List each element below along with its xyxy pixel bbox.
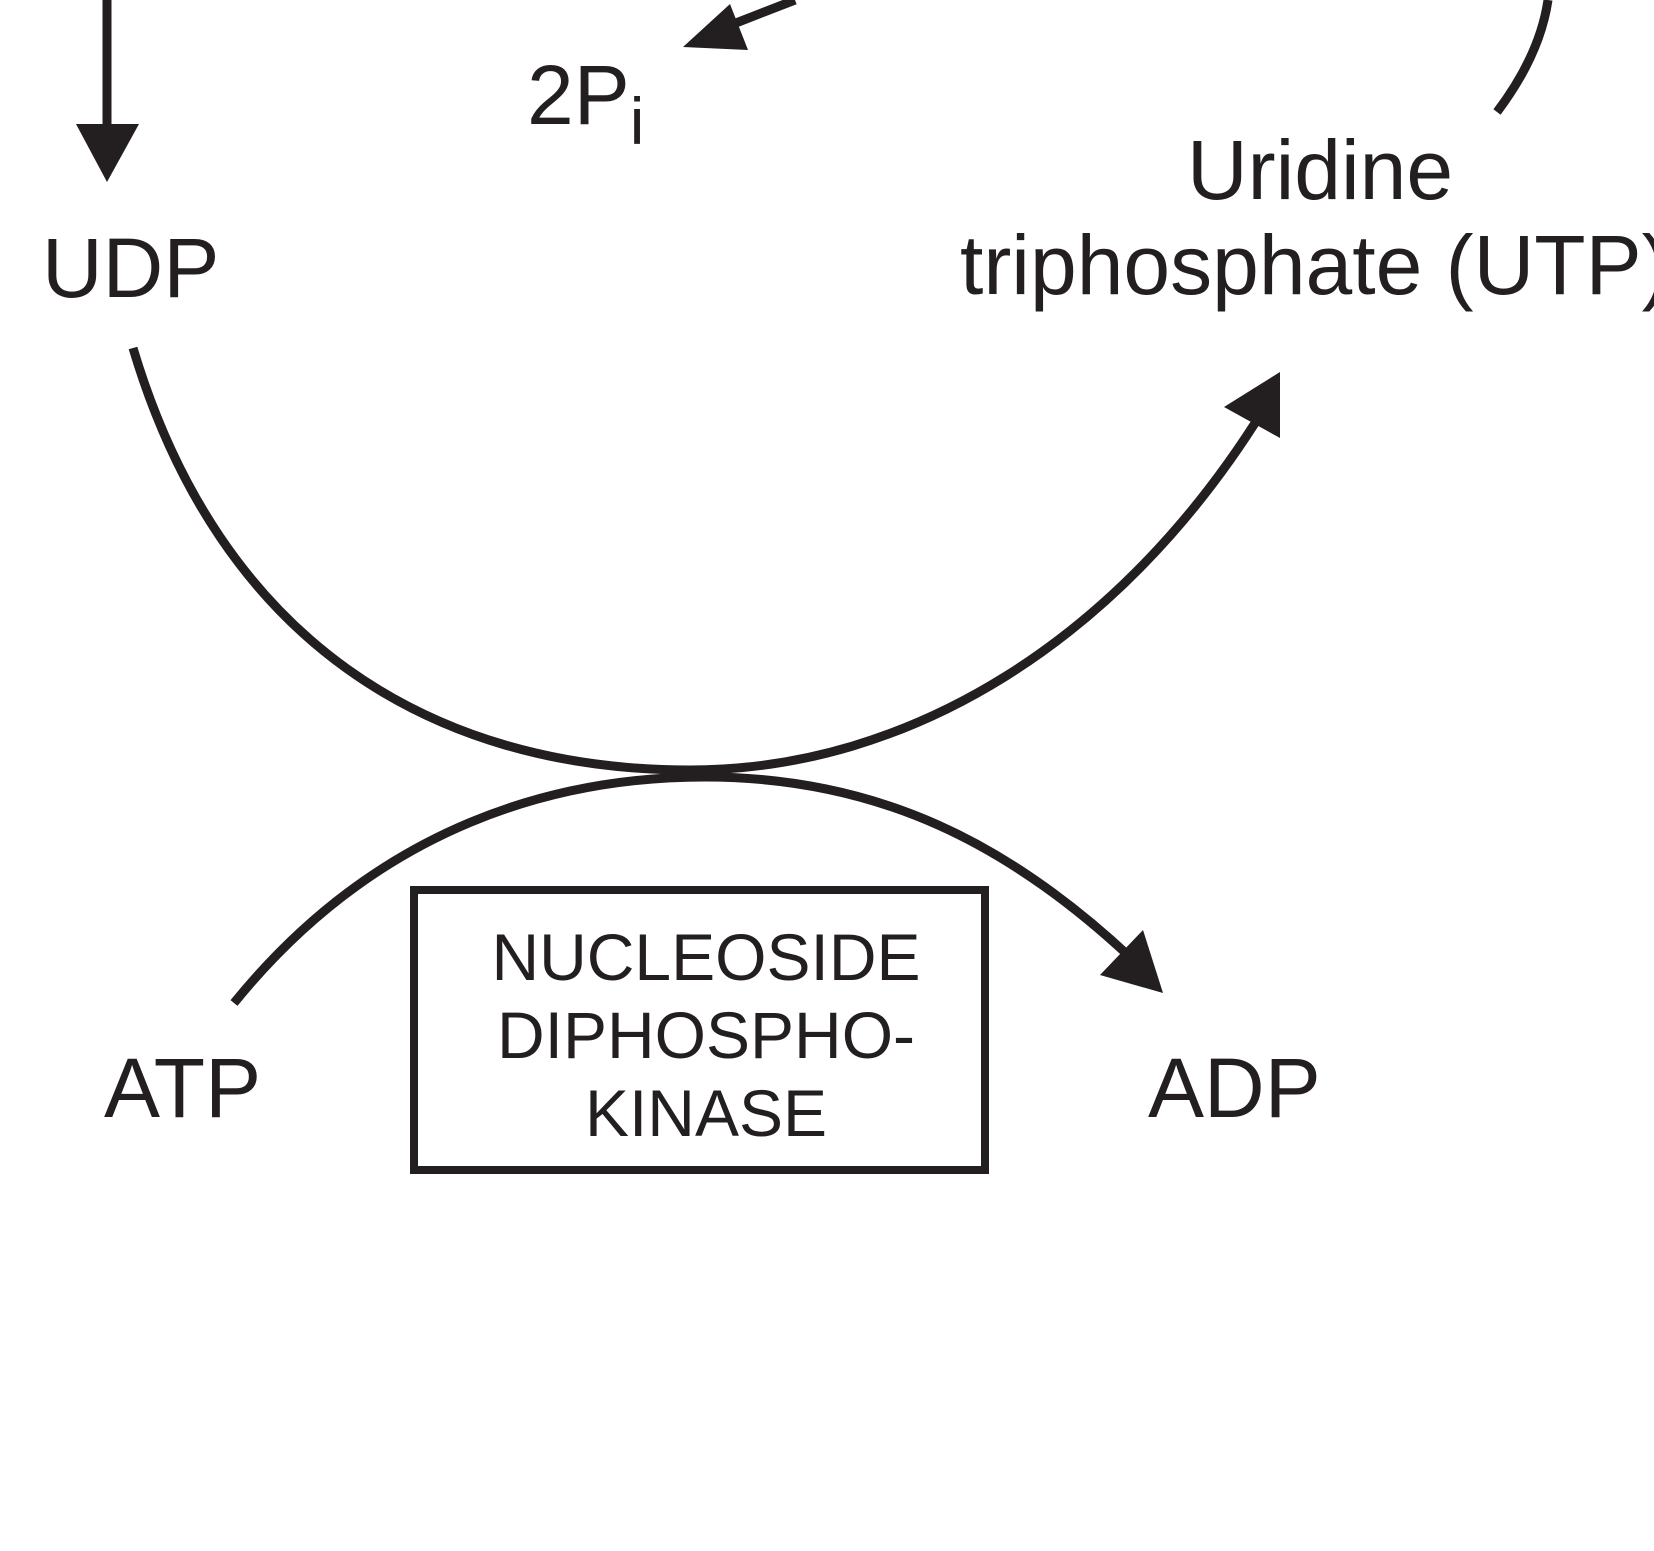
enzyme-name-line2: DIPHOSPHO-	[497, 998, 915, 1072]
pi-subscript: i	[630, 84, 645, 158]
utp-label-line1: Uridine	[1187, 123, 1453, 217]
adp-label: ADP	[1148, 1041, 1321, 1135]
atp-label: ATP	[104, 1041, 261, 1135]
arc-udp-to-utp-head	[1224, 372, 1280, 438]
arc-from-utp-top	[1493, 0, 1553, 115]
arc-udp-to-utp	[128, 346, 1266, 775]
udp-label: UDP	[42, 221, 219, 315]
enzyme-name-line1: NUCLEOSIDE	[491, 920, 920, 994]
arrow-into-udp-head	[76, 124, 139, 182]
arc-atp-to-adp	[230, 772, 1134, 1006]
enzyme-name-line3: KINASE	[585, 1076, 827, 1150]
utp-label-line2: triphosphate (UTP)	[960, 218, 1654, 312]
enzyme-box	[410, 886, 989, 1174]
pi-label: 2Pi	[527, 48, 644, 158]
arc-atp-to-adp-head	[1100, 930, 1163, 993]
arrow-to-pi-head	[683, 4, 748, 50]
